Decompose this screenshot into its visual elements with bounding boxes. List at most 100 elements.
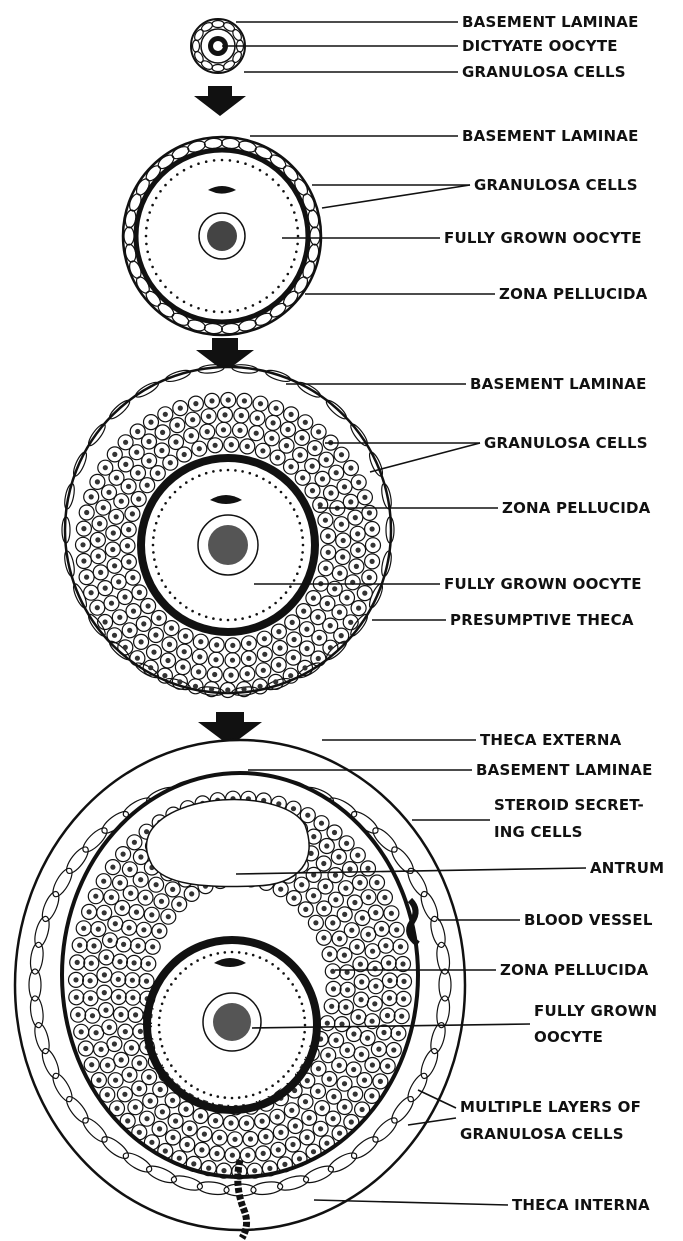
cell-nucleus bbox=[110, 547, 115, 552]
cell-nucleus bbox=[119, 499, 124, 504]
cell-nucleus bbox=[337, 1063, 342, 1068]
cell-nucleus bbox=[94, 1030, 99, 1035]
cell-nucleus bbox=[339, 452, 344, 457]
cell-nucleus bbox=[351, 1031, 356, 1036]
cell-nucleus bbox=[131, 609, 136, 614]
zona-dot bbox=[295, 989, 298, 992]
cell-nucleus bbox=[353, 1092, 358, 1097]
cell-nucleus bbox=[229, 442, 234, 447]
zona-dot bbox=[184, 1080, 187, 1083]
labels: BASEMENT LAMINAE DICTYATE OOCYTE GRANULO… bbox=[444, 13, 664, 1214]
zona-dot bbox=[213, 310, 216, 313]
cell-nucleus bbox=[245, 1153, 250, 1158]
zona-dot bbox=[164, 286, 167, 289]
cell-nucleus bbox=[278, 887, 283, 892]
zona-dot bbox=[205, 160, 208, 163]
zona-dot bbox=[184, 967, 187, 970]
cell-nucleus bbox=[112, 633, 117, 638]
cell-nucleus bbox=[230, 1153, 235, 1158]
cell-nucleus bbox=[225, 687, 230, 692]
cell-nucleus bbox=[116, 579, 121, 584]
zona-dot bbox=[290, 204, 293, 207]
zona-dot bbox=[157, 572, 160, 575]
cell-nucleus bbox=[147, 1075, 152, 1080]
cell-nucleus bbox=[373, 910, 378, 915]
cell-nucleus bbox=[242, 398, 247, 403]
zona-dot bbox=[252, 165, 255, 168]
zona-dot bbox=[268, 481, 271, 484]
cell-nucleus bbox=[148, 420, 153, 425]
cell-nucleus bbox=[102, 990, 107, 995]
cell-nucleus bbox=[205, 429, 210, 434]
cell-nucleus bbox=[107, 1025, 112, 1030]
cell-nucleus bbox=[221, 427, 226, 432]
zona-dot bbox=[245, 952, 248, 955]
cell-nucleus bbox=[401, 979, 406, 984]
cell-nucleus bbox=[160, 430, 165, 435]
zona-dot bbox=[191, 478, 194, 481]
cell-nucleus bbox=[304, 627, 309, 632]
cell-nucleus bbox=[316, 1066, 321, 1071]
cell-nucleus bbox=[90, 1013, 95, 1018]
cell-nucleus bbox=[157, 928, 162, 933]
cell-nucleus bbox=[292, 637, 297, 642]
cell-nucleus bbox=[103, 619, 108, 624]
cell-nucleus bbox=[128, 891, 133, 896]
cell-nucleus bbox=[96, 1078, 101, 1083]
cell-nucleus bbox=[184, 1107, 189, 1112]
cell-nucleus bbox=[337, 610, 342, 615]
zona-dot bbox=[179, 486, 182, 489]
zona-dot bbox=[285, 496, 288, 499]
cell-nucleus bbox=[355, 944, 360, 949]
cell-nucleus bbox=[260, 1119, 265, 1124]
cell-nucleus bbox=[263, 1134, 268, 1139]
cell-nucleus bbox=[276, 1147, 281, 1152]
cell-nucleus bbox=[326, 1053, 331, 1058]
cell-nucleus bbox=[163, 1148, 168, 1153]
zona-dot bbox=[277, 1080, 280, 1083]
cell-nucleus bbox=[321, 861, 326, 866]
cell-nucleus bbox=[91, 943, 96, 948]
cell-nucleus bbox=[104, 955, 109, 960]
label-blood-vessel: BLOOD VESSEL bbox=[524, 911, 653, 929]
cell-nucleus bbox=[122, 1092, 127, 1097]
zona-dot bbox=[145, 235, 148, 238]
zona-dot bbox=[157, 515, 160, 518]
zona-dot bbox=[244, 307, 247, 310]
cell-nucleus bbox=[389, 911, 394, 916]
cell-nucleus bbox=[258, 684, 263, 689]
zona-dot bbox=[271, 1084, 274, 1087]
cell-nucleus bbox=[88, 978, 93, 983]
cell-nucleus bbox=[109, 601, 114, 606]
zona-dot bbox=[252, 304, 255, 307]
cell-nucleus bbox=[327, 952, 332, 957]
cell-nucleus bbox=[199, 1147, 204, 1152]
cell-nucleus bbox=[81, 558, 86, 563]
zona-dot bbox=[148, 258, 151, 261]
cell-nucleus bbox=[369, 1093, 374, 1098]
zona-dot bbox=[153, 558, 156, 561]
cell-nucleus bbox=[356, 548, 361, 553]
label-basement-laminae: BASEMENT LAMINAE bbox=[470, 375, 647, 393]
cell-nucleus bbox=[89, 494, 94, 499]
cell-nucleus bbox=[252, 1168, 257, 1173]
cell-nucleus bbox=[122, 594, 127, 599]
zona-dot bbox=[300, 529, 303, 532]
cell-nucleus bbox=[333, 873, 338, 878]
zona-dot bbox=[163, 1052, 166, 1055]
cell-nucleus bbox=[255, 416, 260, 421]
zona-dot bbox=[244, 162, 247, 165]
cell-nucleus bbox=[87, 909, 92, 914]
cell-nucleus bbox=[326, 534, 331, 539]
cell-nucleus bbox=[330, 969, 335, 974]
zona-dot bbox=[302, 544, 305, 547]
zona-dot bbox=[268, 606, 271, 609]
cell-nucleus bbox=[334, 470, 339, 475]
cell-nucleus bbox=[342, 1081, 347, 1086]
zona-dot bbox=[282, 190, 285, 193]
cell-nucleus bbox=[167, 642, 172, 647]
cell-nucleus bbox=[311, 596, 316, 601]
cell-nucleus bbox=[143, 895, 148, 900]
cell-nucleus bbox=[282, 1162, 287, 1167]
cell-nucleus bbox=[351, 1067, 356, 1072]
